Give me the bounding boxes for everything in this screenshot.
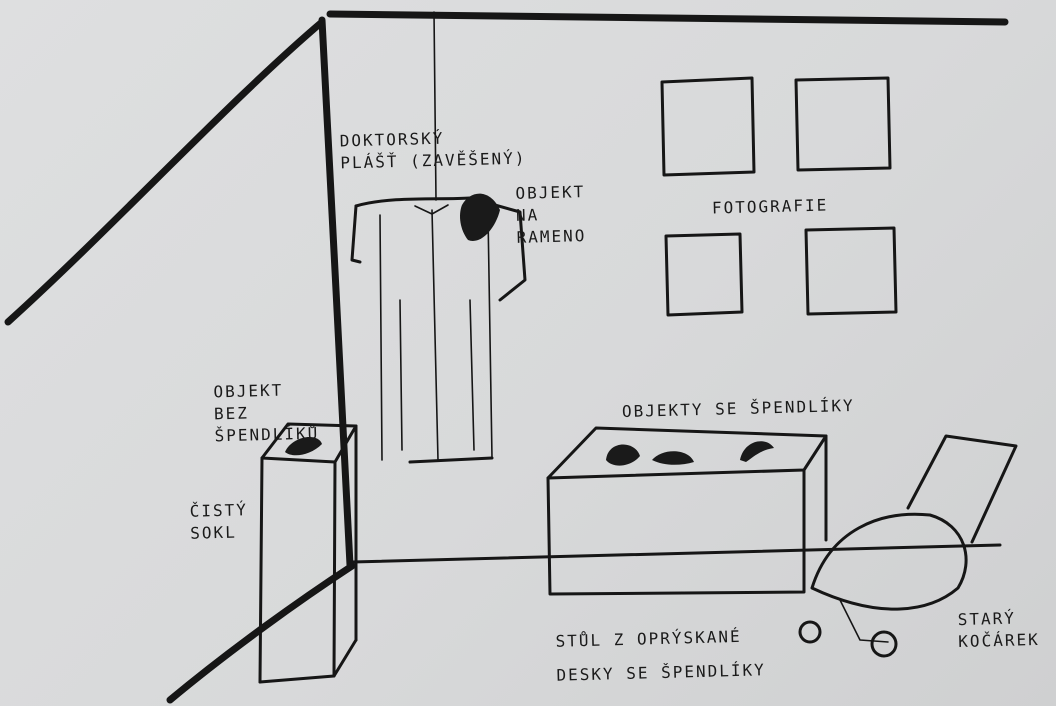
photos-label: FOTOGRAFIE: [712, 194, 829, 219]
plinth-label: ČISTÝ SOKL: [189, 499, 248, 545]
pram-hood: [908, 436, 1016, 542]
coat-left-sleeve: [352, 206, 360, 262]
left-ceiling-line: [8, 22, 322, 322]
photo-frame-1: [662, 78, 754, 175]
table-top: [548, 428, 826, 478]
back-ceiling-line: [330, 14, 1005, 22]
doctors-coat: [352, 198, 525, 462]
room-walls: [8, 12, 1005, 700]
photo-frame-4: [806, 228, 896, 314]
plinth-base: [260, 640, 356, 682]
back-floor-line: [352, 545, 1000, 562]
coat-hem: [410, 458, 492, 462]
coat-front-seam: [432, 210, 438, 460]
pram-wheel-1: [800, 622, 820, 642]
pram-body: [812, 514, 966, 609]
shoulder-object-shape: [460, 194, 500, 241]
pram-label: STARÝ KOČÁREK: [957, 607, 1040, 653]
shoulder-object: [460, 194, 500, 241]
table-object-2: [652, 451, 694, 465]
coat-label: DOKTORSKÝ PLÁŠŤ (ZAVĚŠENÝ): [339, 126, 526, 175]
pram-wheel-2: [872, 632, 896, 656]
coat-right-edge: [488, 215, 492, 458]
table-label: STŮL Z OPRÝSKANÉ DESKY SE ŠPENDLÍKY: [555, 619, 766, 692]
table-body: [548, 470, 804, 594]
photo-frame-3: [666, 234, 742, 315]
table: [548, 428, 826, 594]
table-object-3: [740, 441, 774, 462]
object-no-pins-label: OBJEKT BEZ ŠPENDLÍKŮ: [213, 379, 319, 448]
coat-left-edge: [380, 215, 382, 460]
shoulder-object-label: OBJEKT NA RAMENO: [515, 181, 587, 249]
table-object-1: [606, 444, 640, 465]
photo-frame-2: [796, 78, 890, 170]
